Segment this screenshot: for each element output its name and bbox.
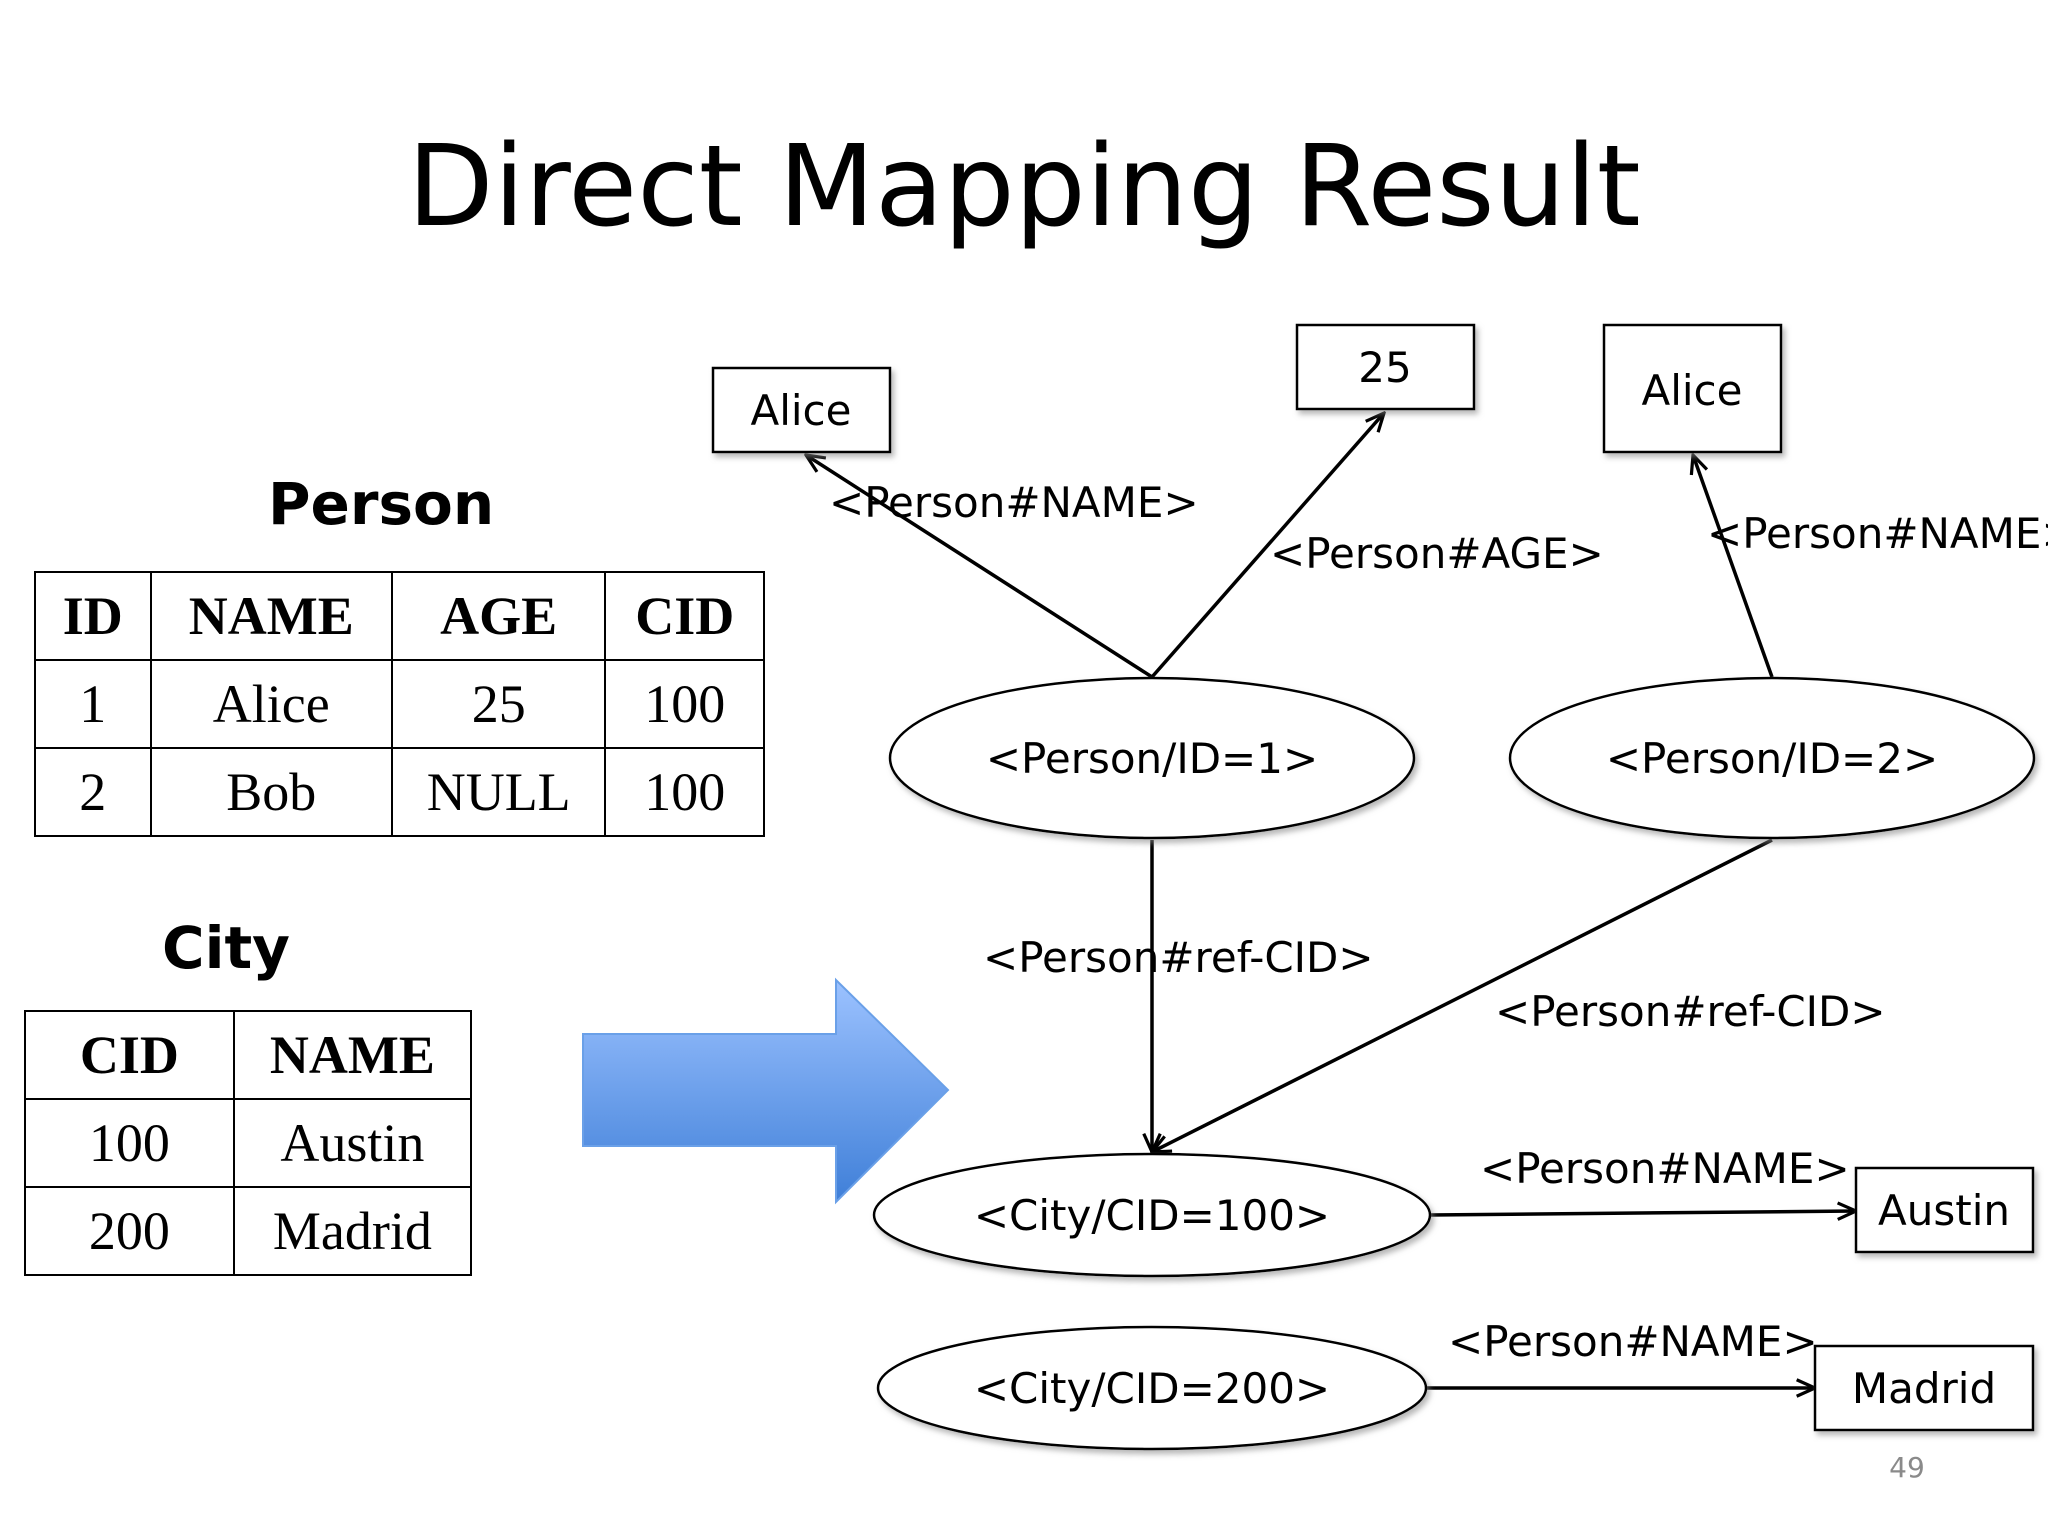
node-city-200-label: <City/CID=200> (974, 1364, 1330, 1413)
table-cell: 25 (390, 659, 607, 749)
edge-label-p2-ref: <Person#ref-CID> (1495, 987, 1886, 1036)
table-cell: Bob (149, 747, 393, 837)
table-cell: 2 (34, 747, 152, 837)
city-table: CID NAME 100 Austin 200 Madrid (24, 1010, 473, 1276)
literal-austin: Austin (1854, 1166, 2035, 1254)
table-row: 1 Alice 25 100 (34, 659, 765, 749)
edge-p2-ref (1152, 838, 1773, 1152)
table-cell: Alice (149, 659, 393, 749)
edge-c100-name (1429, 1211, 1856, 1215)
edge-label-c100-name: <Person#NAME> (1480, 1144, 1850, 1193)
table-row: 2 Bob NULL 100 (34, 747, 765, 837)
edge-p1-name (806, 455, 1153, 679)
edge-p2-name (1693, 455, 1774, 678)
person-header-cid: CID (604, 571, 765, 661)
person-header-name: NAME (149, 571, 393, 661)
edge-p1-age (1150, 413, 1384, 679)
table-cell: NULL (390, 747, 607, 837)
city-table-caption: City (162, 914, 290, 982)
table-cell: 100 (604, 747, 765, 837)
edge-label-p2-name: <Person#NAME> (1707, 509, 2048, 558)
node-person-2-label: <Person/ID=2> (1606, 734, 1938, 783)
transform-arrow (582, 977, 950, 1205)
table-cell: 1 (34, 659, 152, 749)
table-row: 100 Austin (24, 1098, 473, 1188)
table-cell: Madrid (232, 1186, 473, 1276)
edge-label-p1-name: <Person#NAME> (829, 478, 1199, 527)
edge-label-c200-name: <Person#NAME> (1448, 1317, 1818, 1366)
table-cell: Austin (232, 1098, 473, 1188)
person-table-caption: Person (268, 470, 495, 538)
node-person-2: <Person/ID=2> (1508, 676, 2036, 840)
literal-madrid: Madrid (1813, 1344, 2035, 1432)
node-city-100: <City/CID=100> (872, 1152, 1432, 1278)
literal-alice-1-label: Alice (750, 386, 851, 435)
literal-alice-1: Alice (711, 366, 892, 454)
literal-age-25-label: 25 (1358, 343, 1411, 392)
node-person-1-label: <Person/ID=1> (986, 734, 1318, 783)
node-city-200: <City/CID=200> (876, 1325, 1428, 1451)
literal-austin-label: Austin (1878, 1186, 2010, 1235)
literal-alice-2: Alice (1602, 323, 1783, 454)
page-number: 49 (1889, 1451, 1925, 1484)
edge-label-p1-ref: <Person#ref-CID> (983, 933, 1374, 982)
edge-label-p1-age: <Person#AGE> (1270, 529, 1604, 578)
person-header-id: ID (34, 571, 152, 661)
slide-title: Direct Mapping Result (407, 122, 1641, 252)
node-person-1: <Person/ID=1> (888, 676, 1416, 840)
city-header-name: NAME (232, 1010, 473, 1100)
literal-madrid-label: Madrid (1852, 1364, 1996, 1413)
literal-alice-2-label: Alice (1641, 366, 1742, 415)
table-cell: 100 (604, 659, 765, 749)
table-header-row: CID NAME (24, 1010, 473, 1100)
city-header-cid: CID (24, 1010, 235, 1100)
table-row: 200 Madrid (24, 1186, 473, 1276)
node-city-100-label: <City/CID=100> (974, 1191, 1330, 1240)
table-header-row: ID NAME AGE CID (34, 571, 765, 661)
literal-age-25: 25 (1295, 323, 1476, 411)
table-cell: 100 (24, 1098, 235, 1188)
person-header-age: AGE (390, 571, 607, 661)
table-cell: 200 (24, 1186, 235, 1276)
person-table: ID NAME AGE CID 1 Alice 25 100 2 Bob NUL… (34, 571, 765, 837)
